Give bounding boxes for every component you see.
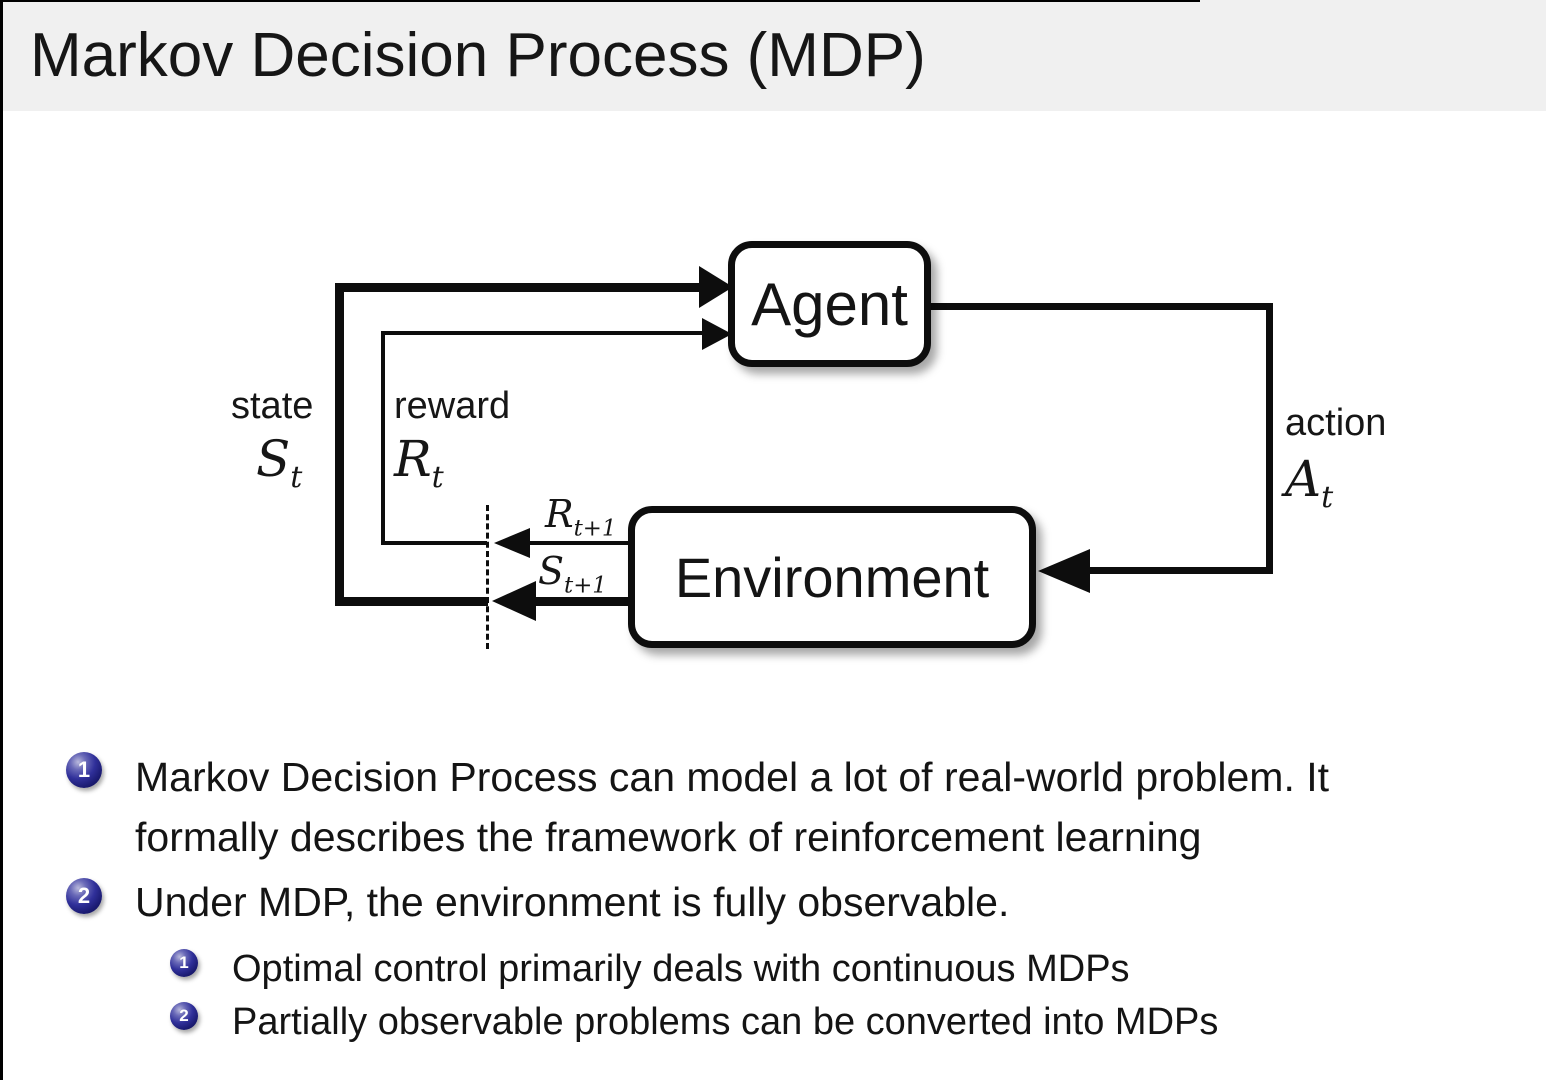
next-reward-line <box>528 541 630 545</box>
bullet-item-2: Under MDP, the environment is fully obse… <box>135 879 1010 925</box>
slide-left-border <box>0 0 3 1080</box>
slide-top-border <box>0 0 1200 2</box>
next-reward-symbol-subscript: t+1 <box>573 515 617 542</box>
environment-box-label: Environment <box>674 545 990 609</box>
action-symbol-subscript: t <box>1321 480 1334 515</box>
reward-line-from-boundary <box>381 541 487 545</box>
bullet-ball-2-icon: 2 <box>66 878 102 914</box>
state-arrowhead-icon <box>699 266 733 308</box>
action-symbol-letter: A <box>1285 450 1322 508</box>
agent-box-label: Agent <box>751 270 908 338</box>
state-symbol: St <box>256 430 302 495</box>
next-state-arrowhead-icon <box>492 581 536 621</box>
time-boundary-dashed-line <box>486 505 489 649</box>
reward-symbol: Rt <box>394 430 444 495</box>
bullet-item-1-line-2: formally describes the framework of rein… <box>135 814 1202 860</box>
next-state-line <box>534 597 630 606</box>
state-symbol-subscript: t <box>290 460 303 495</box>
mdp-diagram: Agent Environment state reward action St… <box>231 241 1387 649</box>
next-reward-arrowhead-icon <box>494 528 530 558</box>
bullet-ball-1-icon: 1 <box>66 752 102 788</box>
page-title: Markov Decision Process (MDP) <box>30 21 926 90</box>
state-line-from-boundary <box>335 597 488 606</box>
bullet-item-1-line-1: Markov Decision Process can model a lot … <box>135 754 1330 800</box>
reward-label: reward <box>394 385 511 427</box>
reward-line-to-agent <box>381 331 703 335</box>
action-line-from-agent <box>924 303 1273 310</box>
sub-bullet-item-1: Optimal control primarily deals with con… <box>232 948 1130 990</box>
next-reward-symbol-letter: R <box>545 492 574 536</box>
sub-bullet-ball-1-icon: 1 <box>170 949 198 977</box>
reward-arrowhead-icon <box>702 318 732 350</box>
state-label: state <box>231 385 314 427</box>
reward-symbol-letter: R <box>394 430 432 488</box>
bullet-item-1: Markov Decision Process can model a lot … <box>135 747 1329 867</box>
reward-symbol-subscript: t <box>431 460 444 495</box>
action-symbol: At <box>1285 450 1333 515</box>
next-state-symbol: St+1 <box>538 549 607 599</box>
environment-box: Environment <box>628 506 1036 648</box>
state-line-vertical <box>335 283 344 606</box>
reward-line-vertical <box>381 331 385 545</box>
sub-bullet-ball-2-icon: 2 <box>170 1002 198 1030</box>
slide-header: Markov Decision Process (MDP) <box>0 0 1546 111</box>
next-state-symbol-letter: S <box>538 549 565 593</box>
sub-bullet-item-2: Partially observable problems can be con… <box>232 1001 1219 1043</box>
action-line-to-environment <box>1085 567 1273 574</box>
state-line-to-agent <box>335 283 701 292</box>
action-label: action <box>1285 402 1387 444</box>
action-line-vertical <box>1266 303 1273 574</box>
agent-box: Agent <box>728 241 931 367</box>
action-arrowhead-icon <box>1038 549 1090 593</box>
state-symbol-letter: S <box>256 430 291 488</box>
next-reward-symbol: Rt+1 <box>545 492 616 542</box>
next-state-symbol-subscript: t+1 <box>564 572 607 599</box>
